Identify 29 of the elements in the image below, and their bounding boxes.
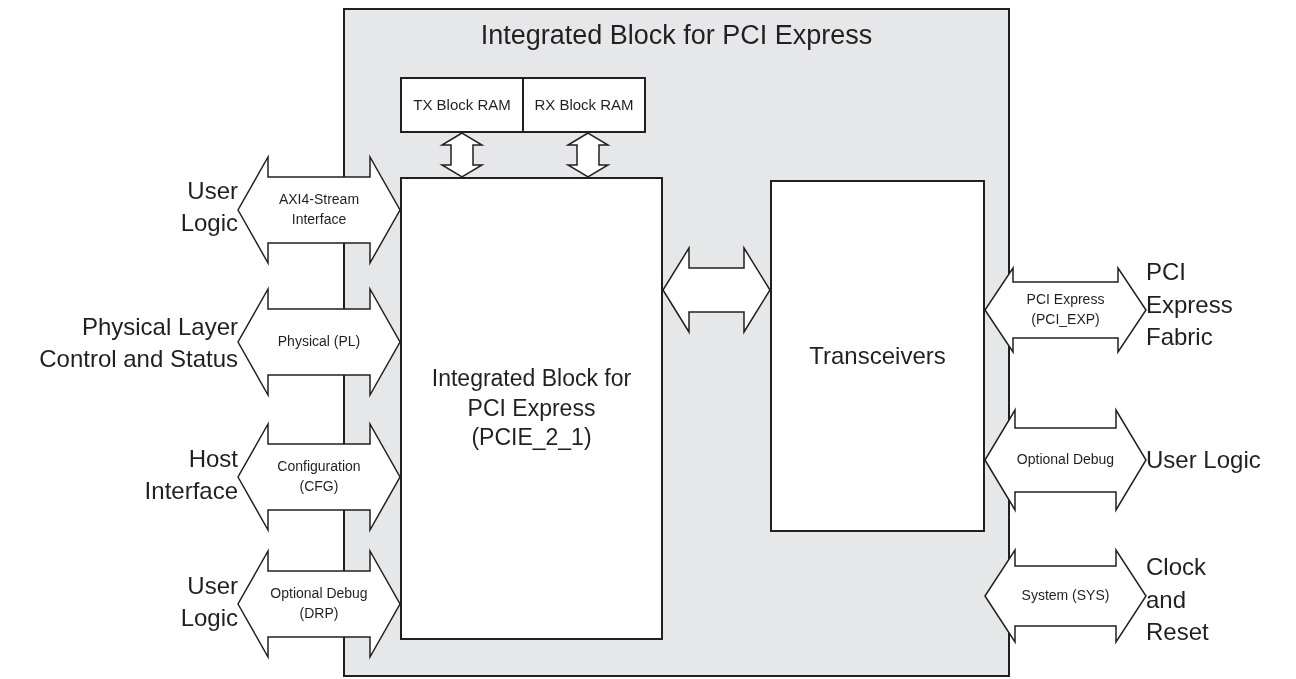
double-arrow <box>439 132 485 178</box>
interface-label: User Logic <box>179 570 238 633</box>
edge-label: Optional Debug <box>1015 450 1116 470</box>
double-arrow <box>984 547 1147 645</box>
block-box: RX Block RAM <box>522 77 646 133</box>
double-arrow <box>662 245 771 335</box>
double-arrow <box>565 132 611 178</box>
edge-label: Optional Debug (DRP) <box>269 584 369 623</box>
edge-label: Physical (PL) <box>276 332 362 352</box>
double-arrow <box>237 421 401 533</box>
edge-label: AXI4-Stream Interface <box>277 190 361 229</box>
double-arrow <box>237 286 401 398</box>
block-box: Transceivers <box>770 180 985 532</box>
edge-label: Configuration (CFG) <box>276 457 362 496</box>
double-arrow <box>237 548 401 660</box>
block-box: TX Block RAM <box>400 77 524 133</box>
interface-label: Host Interface <box>143 443 238 506</box>
interface-label: User Logic <box>179 175 238 238</box>
double-arrow <box>984 407 1147 513</box>
block-box: Integrated Block for PCI Express (PCIE_2_1) <box>400 177 663 640</box>
double-arrow <box>237 154 401 266</box>
edge-label: PCI Express (PCI_EXP) <box>1025 290 1106 329</box>
double-arrow <box>984 265 1147 355</box>
edge-label: System (SYS) <box>1020 586 1111 606</box>
interface-label: Clock and Reset <box>1146 552 1210 648</box>
panel-title: Integrated Block for PCI Express <box>479 20 874 51</box>
interface-label: Physical Layer Control and Status <box>38 311 238 374</box>
interface-label: PCI Express Fabric <box>1146 257 1234 353</box>
interface-label: User Logic <box>1146 444 1261 475</box>
